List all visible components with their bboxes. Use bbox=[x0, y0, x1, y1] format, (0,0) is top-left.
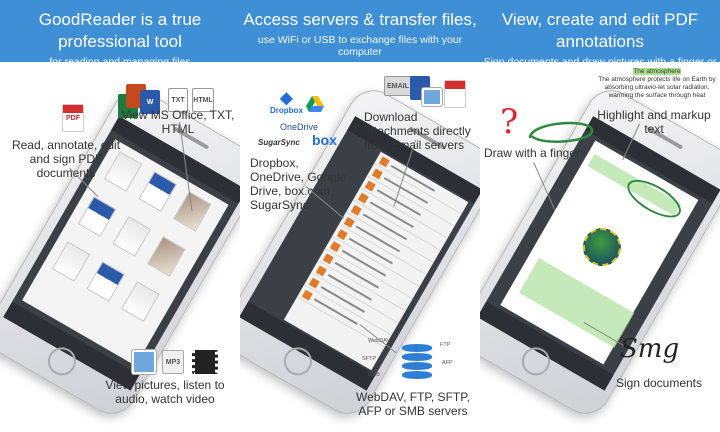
pdf-icon bbox=[444, 80, 466, 108]
film-icon bbox=[192, 350, 218, 374]
panel-annotations: The atmosphere The atmosphere protects l… bbox=[480, 62, 720, 432]
panel-server-access: ◆ Dropbox OneDrive SugarSync box Dropbox… bbox=[240, 62, 480, 432]
protocol-label: WebDAV bbox=[368, 338, 391, 344]
caption-sign: Sign documents bbox=[615, 376, 703, 390]
protocol-label: SFTP bbox=[362, 356, 377, 362]
database-icon bbox=[402, 344, 432, 380]
protocol-label: FTP bbox=[440, 342, 451, 348]
protocol-label: AFP bbox=[442, 360, 453, 366]
drawn-question-mark: ? bbox=[500, 102, 519, 142]
caption-draw: Draw with a finger bbox=[483, 146, 581, 160]
quote-text: The atmosphere protects life on Earth by… bbox=[598, 76, 716, 99]
panel-title: GoodReader is a true professional tool bbox=[38, 10, 202, 51]
box-logo: box bbox=[312, 132, 337, 148]
panel-file-viewer: PDF W TXT HTML View MS Office, TXT, HTML… bbox=[0, 62, 240, 432]
caption-servers: WebDAV, FTP, SFTP, AFP or SMB servers bbox=[355, 390, 471, 418]
protocol-label: SMB bbox=[368, 372, 380, 378]
highlight-mark: The atmosphere bbox=[633, 68, 681, 75]
caption-cloud-services: Dropbox, OneDrive, Google Drive, box.com… bbox=[250, 156, 347, 212]
file-thumbnail[interactable] bbox=[112, 216, 151, 257]
panel-header-servers: Access servers & transfer files, use WiF… bbox=[240, 0, 480, 62]
caption-office-formats: View MS Office, TXT, HTML bbox=[121, 108, 235, 136]
drawn-oval-icon bbox=[528, 121, 594, 143]
panel-subtitle: use WiFi or USB to exchange files with y… bbox=[257, 34, 463, 58]
panel-title: View, create and edit PDF annotations bbox=[501, 10, 699, 51]
highlighted-quote: The atmosphere The atmosphere protects l… bbox=[596, 68, 718, 100]
panel-subtitle: for reading and managing files bbox=[49, 56, 191, 68]
google-drive-icon bbox=[306, 96, 324, 112]
file-thumbnail[interactable] bbox=[77, 196, 117, 237]
txt-icon: TXT bbox=[168, 88, 188, 112]
file-thumbnail[interactable] bbox=[86, 261, 125, 302]
pdf-icon: PDF bbox=[62, 104, 84, 132]
panel-subtitle: Sign documents and draw pictures with a … bbox=[483, 56, 717, 80]
brand-label: Dropbox bbox=[270, 106, 303, 115]
file-thumbnail[interactable] bbox=[147, 236, 186, 277]
panel-header-annotations: View, create and edit PDF annotations Si… bbox=[480, 0, 720, 80]
file-thumbnail[interactable] bbox=[138, 171, 177, 212]
dropbox-icon: ◆ bbox=[280, 90, 293, 107]
word-icon: W bbox=[140, 90, 160, 114]
caption-email-attachments: Download attachments directly from Email… bbox=[364, 110, 471, 152]
file-thumbnail[interactable] bbox=[173, 191, 212, 232]
dropbox-logo: ◆ Dropbox bbox=[270, 90, 303, 116]
signature-drawing: Smg bbox=[620, 334, 680, 364]
picture-icon bbox=[132, 350, 156, 374]
html-icon: HTML bbox=[192, 88, 214, 112]
mp3-icon: MP3 bbox=[162, 350, 184, 374]
caption-highlight: Highlight and markup text bbox=[597, 108, 711, 136]
file-thumbnail[interactable] bbox=[121, 281, 160, 322]
panel-title: Access servers & transfer files, bbox=[243, 10, 477, 29]
sugarsync-logo: SugarSync bbox=[258, 138, 300, 147]
header-banner bbox=[0, 0, 720, 62]
onedrive-logo: OneDrive bbox=[280, 122, 319, 132]
panel-header-tools: GoodReader is a true professional tool f… bbox=[0, 0, 240, 68]
caption-pdf-features: Read, annotate, edit and sign PDF docume… bbox=[11, 138, 121, 180]
picture-icon bbox=[422, 88, 442, 106]
earth-image bbox=[575, 221, 628, 274]
file-thumbnail[interactable] bbox=[51, 241, 91, 282]
caption-media: View pictures, listen to audio, watch vi… bbox=[105, 378, 225, 406]
email-icon: EMAIL bbox=[384, 76, 412, 96]
